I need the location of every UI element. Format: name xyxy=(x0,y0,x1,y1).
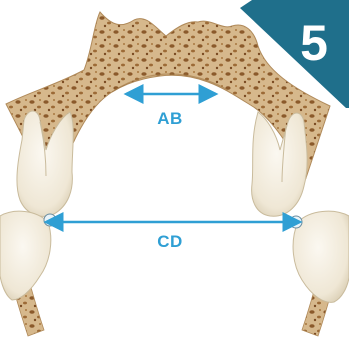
step-number: 5 xyxy=(300,15,328,71)
lower-left-tooth xyxy=(0,211,51,300)
contact-point-left xyxy=(44,214,56,226)
cd-label: CD xyxy=(157,232,183,251)
ab-label: AB xyxy=(157,109,183,128)
